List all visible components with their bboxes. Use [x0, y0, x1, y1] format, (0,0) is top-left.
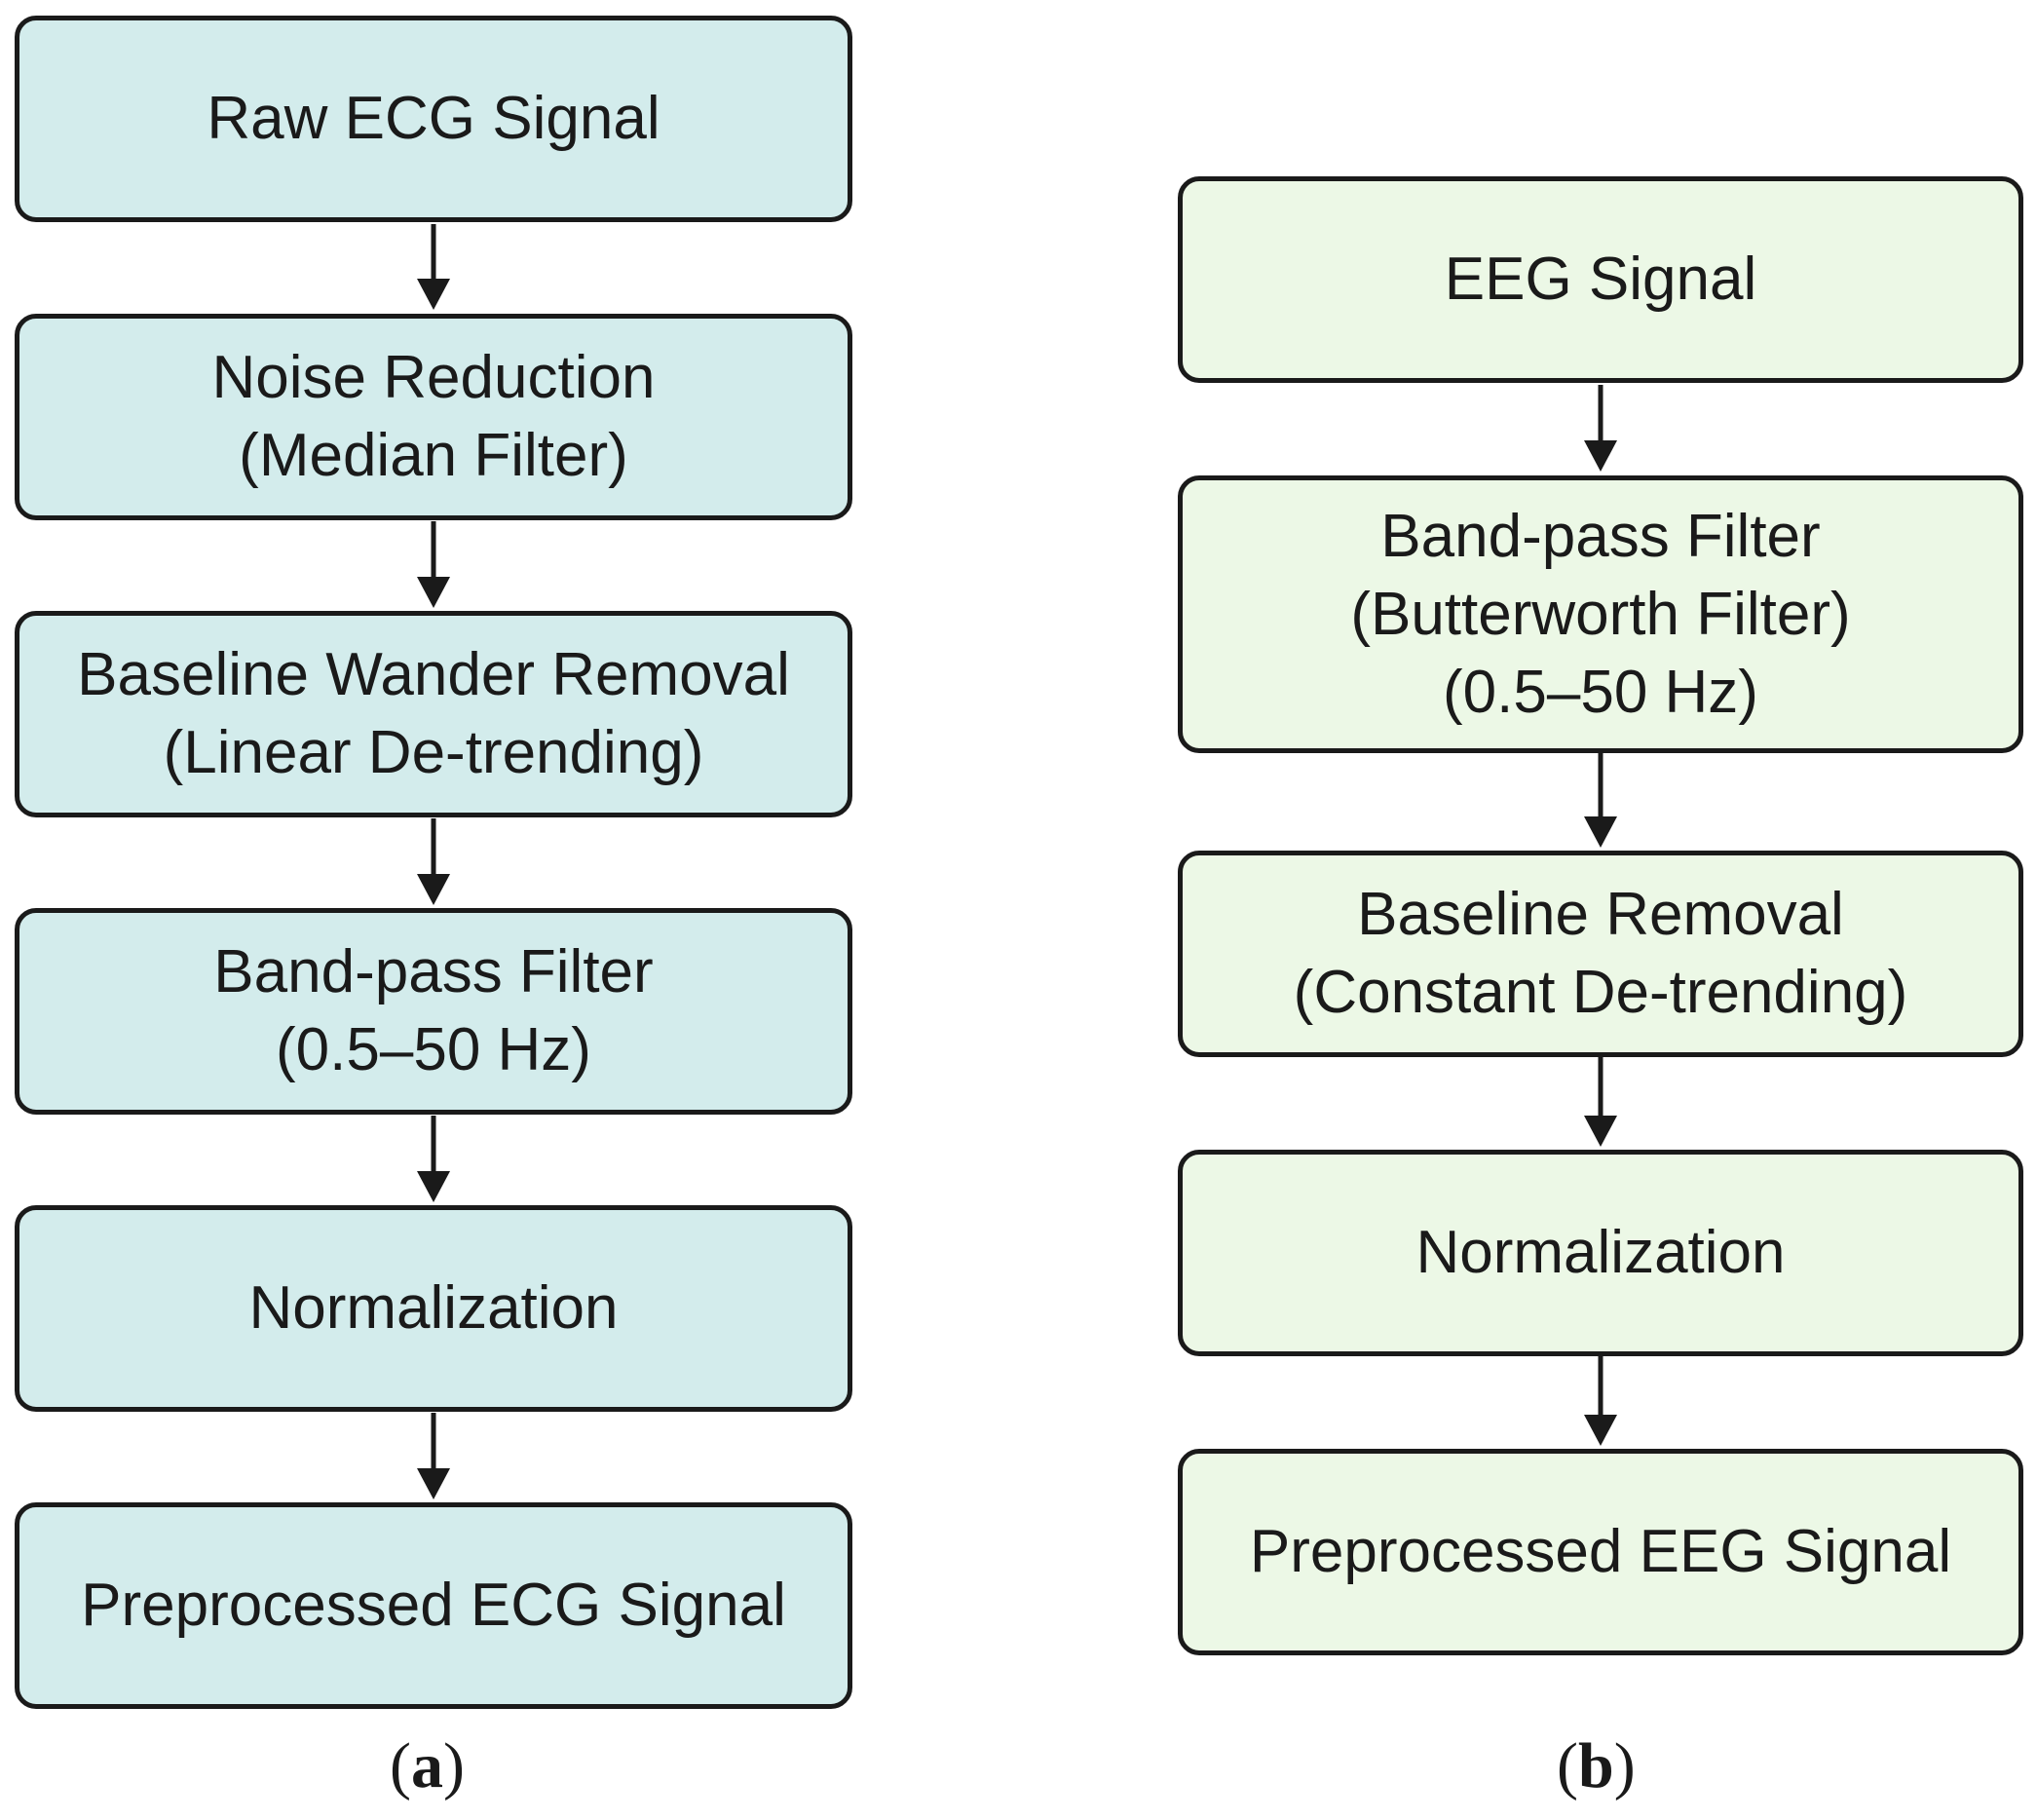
- node-label-line: (0.5–50 Hz): [1443, 658, 1758, 726]
- node-label-line: Noise Reduction: [211, 344, 656, 411]
- arrow-a2-a3: [417, 818, 450, 905]
- node-normalization-eeg: Normalization: [1178, 1150, 2023, 1356]
- node-label-line: Preprocessed ECG Signal: [81, 1572, 786, 1639]
- node-label-line: Preprocessed EEG Signal: [1249, 1518, 1952, 1585]
- node-baseline-wander-removal: Baseline Wander Removal (Linear De-trend…: [15, 611, 852, 817]
- caption-letter: b: [1577, 1730, 1614, 1801]
- node-eeg-signal: EEG Signal: [1178, 176, 2023, 383]
- node-band-pass-filter-ecg: Band-pass Filter (0.5–50 Hz): [15, 908, 852, 1115]
- caption-b: (b): [1557, 1730, 1636, 1801]
- arrow-b0-b1: [1584, 385, 1617, 472]
- node-label-line: Baseline Removal: [1357, 881, 1844, 948]
- node-raw-ecg-signal: Raw ECG Signal: [15, 16, 852, 222]
- node-label-line: (Linear De-trending): [163, 719, 704, 786]
- node-label-line: EEG Signal: [1444, 246, 1757, 313]
- node-band-pass-filter-eeg: Band-pass Filter (Butterworth Filter) (0…: [1178, 475, 2023, 753]
- arrow-b1-b2: [1584, 753, 1617, 848]
- caption-a: (a): [390, 1730, 465, 1801]
- arrow-a1-a2: [417, 521, 450, 608]
- node-label-line: Band-pass Filter: [1380, 502, 1821, 570]
- node-label-line: Normalization: [1415, 1219, 1786, 1286]
- caption-letter: a: [410, 1730, 443, 1801]
- arrow-b2-b3: [1584, 1057, 1617, 1147]
- arrow-b3-b4: [1584, 1356, 1617, 1446]
- node-preprocessed-eeg-signal: Preprocessed EEG Signal: [1178, 1449, 2023, 1655]
- node-noise-reduction: Noise Reduction (Median Filter): [15, 314, 852, 520]
- node-label-line: (0.5–50 Hz): [276, 1016, 591, 1083]
- arrow-a0-a1: [417, 224, 450, 310]
- node-baseline-removal: Baseline Removal (Constant De-trending): [1178, 851, 2023, 1057]
- arrow-a3-a4: [417, 1116, 450, 1202]
- node-label-line: (Constant De-trending): [1293, 959, 1908, 1026]
- node-normalization-ecg: Normalization: [15, 1205, 852, 1412]
- node-preprocessed-ecg-signal: Preprocessed ECG Signal: [15, 1502, 852, 1709]
- arrow-a4-a5: [417, 1413, 450, 1499]
- node-label-line: Normalization: [248, 1274, 619, 1342]
- node-label-line: (Butterworth Filter): [1350, 580, 1851, 648]
- node-label-line: (Median Filter): [239, 422, 628, 489]
- node-label-line: Band-pass Filter: [213, 938, 654, 1005]
- node-label-line: Baseline Wander Removal: [77, 641, 790, 708]
- node-label-line: Raw ECG Signal: [207, 85, 660, 152]
